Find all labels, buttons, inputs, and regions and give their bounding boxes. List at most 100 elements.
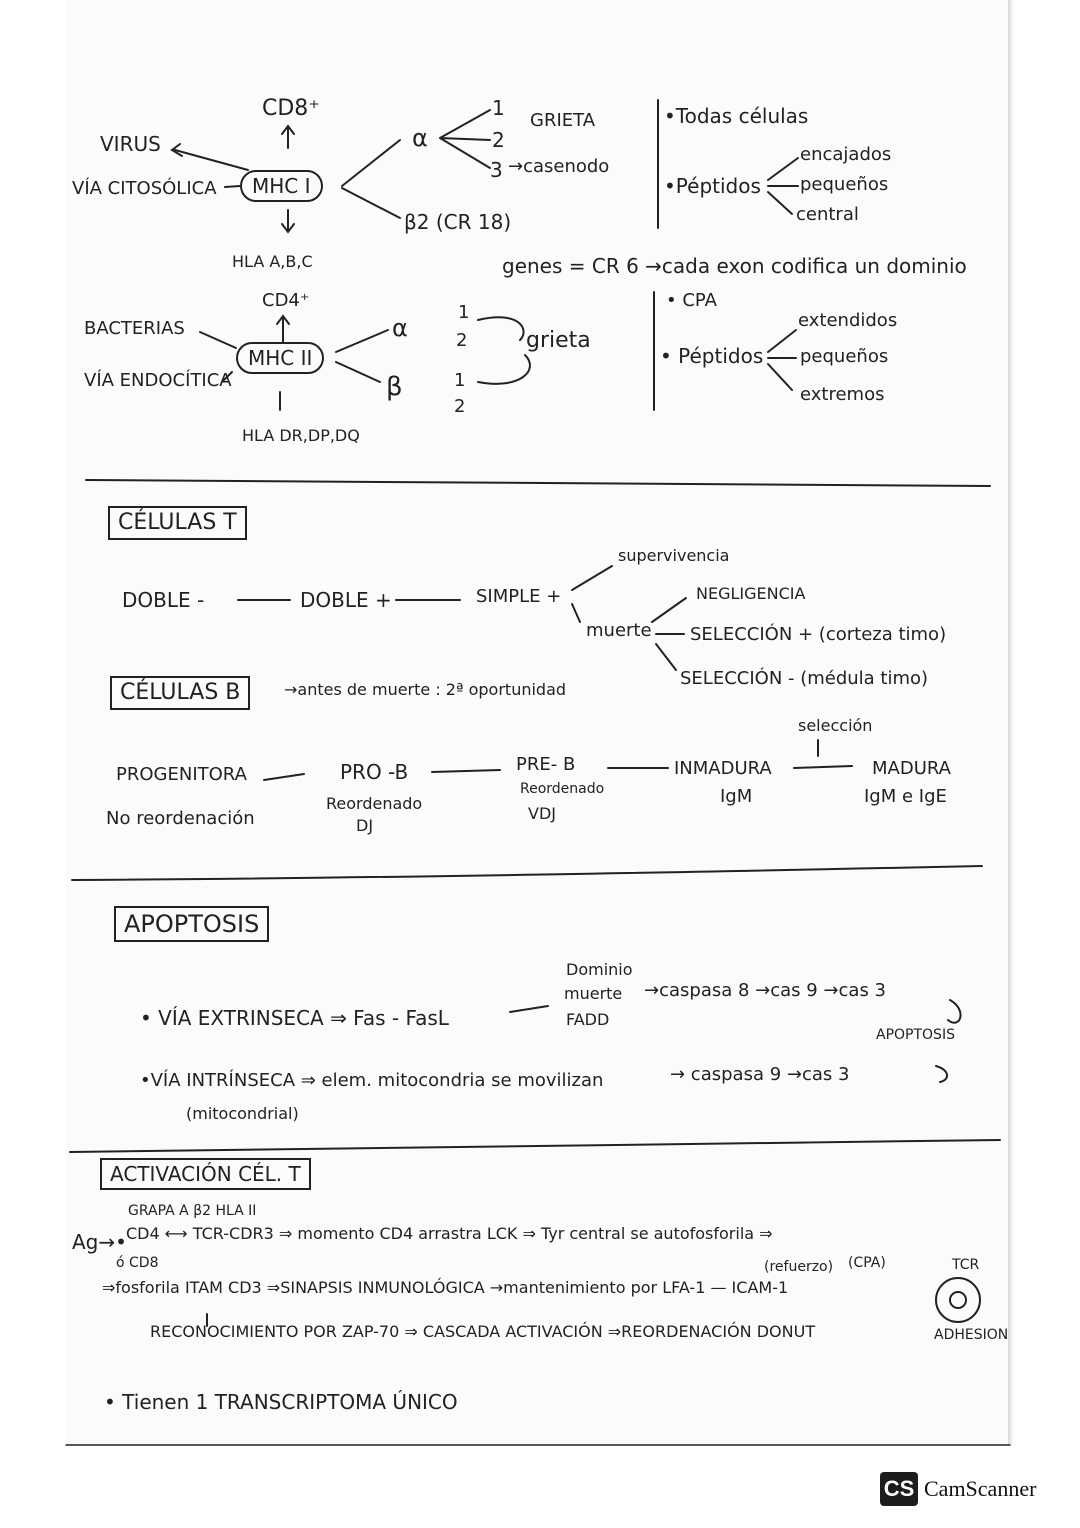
mhc2-cpa: • CPA bbox=[666, 290, 717, 311]
arrowhead-mhc1-hla bbox=[281, 223, 295, 234]
section-divider-3 bbox=[69, 1139, 1001, 1153]
arrow-mhc2-via bbox=[221, 371, 233, 383]
celulas-t-seleccion-pos: SELECCIÓN + (corteza timo) bbox=[690, 624, 947, 645]
grieta-link-top bbox=[477, 316, 525, 341]
celulas-b-title: CÉLULAS B bbox=[110, 676, 251, 710]
mhc1-cd8-label: CD8⁺ bbox=[262, 96, 320, 121]
activacion-line1: CD4 ⟷ TCR-CDR3 ⇒ momento CD4 arrastra LC… bbox=[126, 1224, 773, 1243]
arrow-sel-neg bbox=[655, 643, 677, 671]
mhc1-b2: β2 (CR 18) bbox=[404, 210, 512, 234]
mhc1-via-citosolica: VÍA CITOSÓLICA bbox=[72, 178, 217, 199]
celulas-b-pre-b-reordenado: Reordenado bbox=[520, 781, 605, 797]
celulas-t-negligencia: NEGLIGENCIA bbox=[696, 584, 806, 603]
celulas-b-no-reordenacion: No reordenación bbox=[106, 808, 255, 829]
peptidos-branches-1 bbox=[767, 157, 799, 215]
apoptosis-via-extrinseca: • VÍA EXTRINSECA ⇒ Fas - FasL bbox=[140, 1006, 449, 1030]
camscanner-logo-text: CamScanner bbox=[924, 1476, 1037, 1501]
genes-line: genes = CR 6 →cada exon codifica un domi… bbox=[502, 254, 967, 278]
activacion-line3: RECONOCIMIENTO POR ZAP-70 ⇒ CASCADA ACTI… bbox=[150, 1322, 816, 1341]
arrow-progenitora bbox=[263, 773, 305, 781]
celulas-t-doble-pos: DOBLE + bbox=[300, 588, 392, 612]
branch-mhc1-alpha bbox=[341, 139, 401, 187]
apoptosis-fadd: FADD bbox=[566, 1010, 610, 1029]
apoptosis-muerte: muerte bbox=[564, 984, 623, 1003]
apoptosis-via-intrinseca: •VÍA INTRÍNSECA ⇒ elem. mitocondria se m… bbox=[140, 1070, 604, 1091]
celulas-b-madura: MADURA bbox=[872, 758, 951, 779]
mhc2-beta-1: 1 bbox=[454, 370, 466, 391]
celulas-b-pre-b-vdj: VDJ bbox=[528, 804, 556, 823]
mhc1-alpha-2: 2 bbox=[492, 128, 505, 152]
arrow-mhc1-via bbox=[224, 185, 241, 188]
celulas-b-pre-b: PRE- B bbox=[516, 754, 576, 775]
arrow-apoptosis-curve bbox=[947, 999, 962, 1024]
branch-mhc1-b2 bbox=[341, 187, 401, 219]
mhc1-todas-celulas: •Todas células bbox=[664, 104, 809, 128]
apoptosis-caspase-chain-int: → caspasa 9 →cas 3 bbox=[670, 1064, 850, 1085]
mhc2-grieta: grieta bbox=[526, 328, 591, 353]
celulas-b-pro-b-reordenado: Reordenado bbox=[326, 794, 423, 813]
arrow-supervivencia bbox=[571, 565, 613, 591]
arrow-mhc1-virus bbox=[174, 149, 249, 171]
mhc2-beta-2: 2 bbox=[454, 396, 466, 417]
celulas-b-note: →antes de muerte : 2ª oportunidad bbox=[284, 680, 567, 699]
arrowhead-mhc2-cd4 bbox=[276, 314, 290, 325]
apoptosis-mitocondrial: (mitocondrial) bbox=[186, 1104, 299, 1123]
activacion-ag: Ag→• bbox=[72, 1230, 127, 1254]
mhc1-peptido-encajados: encajados bbox=[800, 144, 892, 165]
mhc2-beta: β bbox=[386, 372, 403, 402]
mhc1-virus-label: VIRUS bbox=[100, 132, 161, 156]
section-divider-2 bbox=[71, 865, 983, 881]
celulas-b-seleccion: selección bbox=[798, 716, 873, 735]
celulas-t-doble-neg: DOBLE - bbox=[122, 588, 205, 612]
mhc2-peptidos: • Péptidos bbox=[660, 344, 764, 368]
celulas-t-seleccion-neg: SELECCIÓN - (médula timo) bbox=[680, 668, 929, 689]
mhc2-peptido-pequenos: pequeños bbox=[800, 346, 889, 367]
camscanner-logo-icon: CS bbox=[880, 1472, 918, 1506]
mhc1-casenodo: →casenodo bbox=[508, 156, 610, 177]
tcr-donut-core-icon bbox=[949, 1291, 967, 1309]
apoptosis-dominio: Dominio bbox=[566, 960, 633, 979]
arrow-fas bbox=[509, 1005, 549, 1013]
arrow-mhc2-bacterias bbox=[199, 331, 237, 349]
activacion-oc8: ó CD8 bbox=[116, 1255, 159, 1271]
activacion-adhesion: ADHESION bbox=[934, 1327, 1009, 1343]
arrow-negligencia bbox=[651, 597, 687, 623]
arrowhead-mhc1-virus bbox=[170, 143, 183, 157]
branch-mhc2-alpha bbox=[335, 329, 389, 353]
celulas-t-simple: SIMPLE + bbox=[476, 586, 562, 607]
celulas-t-supervivencia: supervivencia bbox=[618, 546, 730, 565]
activacion-line2: ⇒fosforila ITAM CD3 ⇒SINAPSIS INMUNOLÓGI… bbox=[102, 1278, 789, 1297]
celulas-t-muerte: muerte bbox=[586, 620, 652, 641]
arrow-pro-b bbox=[431, 769, 501, 773]
mhc2-peptido-extendidos: extendidos bbox=[798, 310, 898, 331]
notebook-page bbox=[66, 0, 1012, 1445]
arrow-intrinseca-curve bbox=[935, 1065, 948, 1083]
arrow-inmadura bbox=[793, 765, 853, 769]
mhc1-peptido-pequenos: pequeños bbox=[800, 174, 889, 195]
mhc2-alpha-2: 2 bbox=[456, 330, 468, 351]
camscanner-watermark: CS CamScanner bbox=[880, 1472, 1036, 1506]
celulas-b-madura-ig: IgM e IgE bbox=[864, 786, 947, 807]
mhc2-cd4-label: CD4⁺ bbox=[262, 290, 310, 311]
celulas-t-title: CÉLULAS T bbox=[108, 506, 247, 540]
mhc1-peptido-central: central bbox=[796, 204, 859, 225]
arrowhead-mhc1-cd8 bbox=[281, 124, 295, 135]
mhc2-alpha: α bbox=[392, 314, 408, 342]
mhc1-hla: HLA A,B,C bbox=[232, 252, 313, 271]
activacion-title: ACTIVACIÓN CÉL. T bbox=[100, 1158, 311, 1190]
celulas-b-inmadura: INMADURA bbox=[674, 758, 772, 779]
grieta-link-bottom bbox=[477, 354, 531, 385]
apoptosis-result: APOPTOSIS bbox=[876, 1027, 955, 1043]
mhc1-grieta: GRIETA bbox=[530, 110, 596, 131]
mhc1-alpha-1: 1 bbox=[492, 96, 505, 120]
branch-alpha-domains bbox=[439, 109, 491, 169]
apoptosis-title: APOPTOSIS bbox=[114, 906, 270, 942]
mhc2-alpha-1: 1 bbox=[458, 302, 470, 323]
celulas-b-pro-b-dj: DJ bbox=[356, 816, 374, 835]
activacion-cpa: (CPA) bbox=[848, 1255, 886, 1271]
tcr-donut-icon bbox=[935, 1277, 981, 1323]
peptidos-branches-2 bbox=[767, 329, 797, 391]
section-divider-1 bbox=[85, 479, 991, 487]
mhc1-peptidos: •Péptidos bbox=[664, 174, 761, 198]
celulas-b-inmadura-igm: IgM bbox=[720, 786, 753, 807]
